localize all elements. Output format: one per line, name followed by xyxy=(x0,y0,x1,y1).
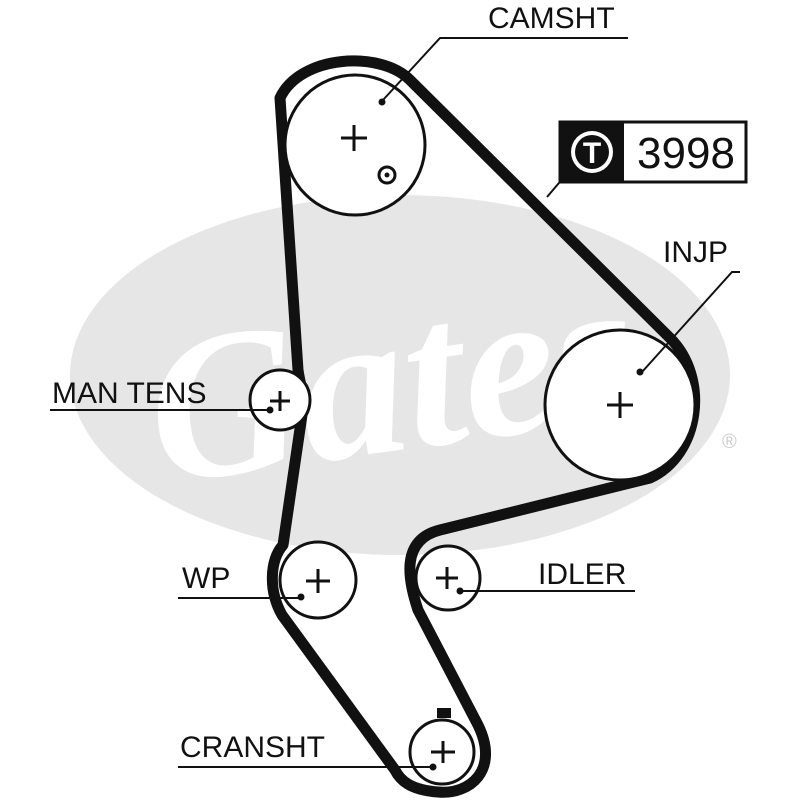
camshaft-pulley xyxy=(283,73,427,217)
water-pump-pulley xyxy=(278,540,358,620)
label-camshaft: CAMSHT xyxy=(488,2,615,35)
injp-leader xyxy=(641,271,740,373)
camshaft-leader xyxy=(382,37,628,101)
label-manual-tensioner: MAN TENS xyxy=(52,377,206,410)
watermark-ellipse xyxy=(70,195,730,555)
timing-belt xyxy=(266,55,701,798)
label-crankshaft: CRANSHT xyxy=(180,731,325,764)
injection-pump-pulley xyxy=(543,328,697,482)
part-number: 3998 xyxy=(637,129,735,178)
idler-pulley xyxy=(414,544,482,612)
crankshaft-pulley xyxy=(408,708,476,786)
part-tag-letter: T xyxy=(583,137,601,170)
part-number-tag: T 3998 xyxy=(558,120,748,184)
manual-tensioner-pulley xyxy=(248,368,312,432)
label-injection-pump: INJP xyxy=(663,236,728,269)
label-water-pump: WP xyxy=(182,562,230,595)
watermark-reg-mark: ® xyxy=(722,431,737,453)
leader-lines xyxy=(50,37,740,768)
label-idler: IDLER xyxy=(538,558,626,591)
